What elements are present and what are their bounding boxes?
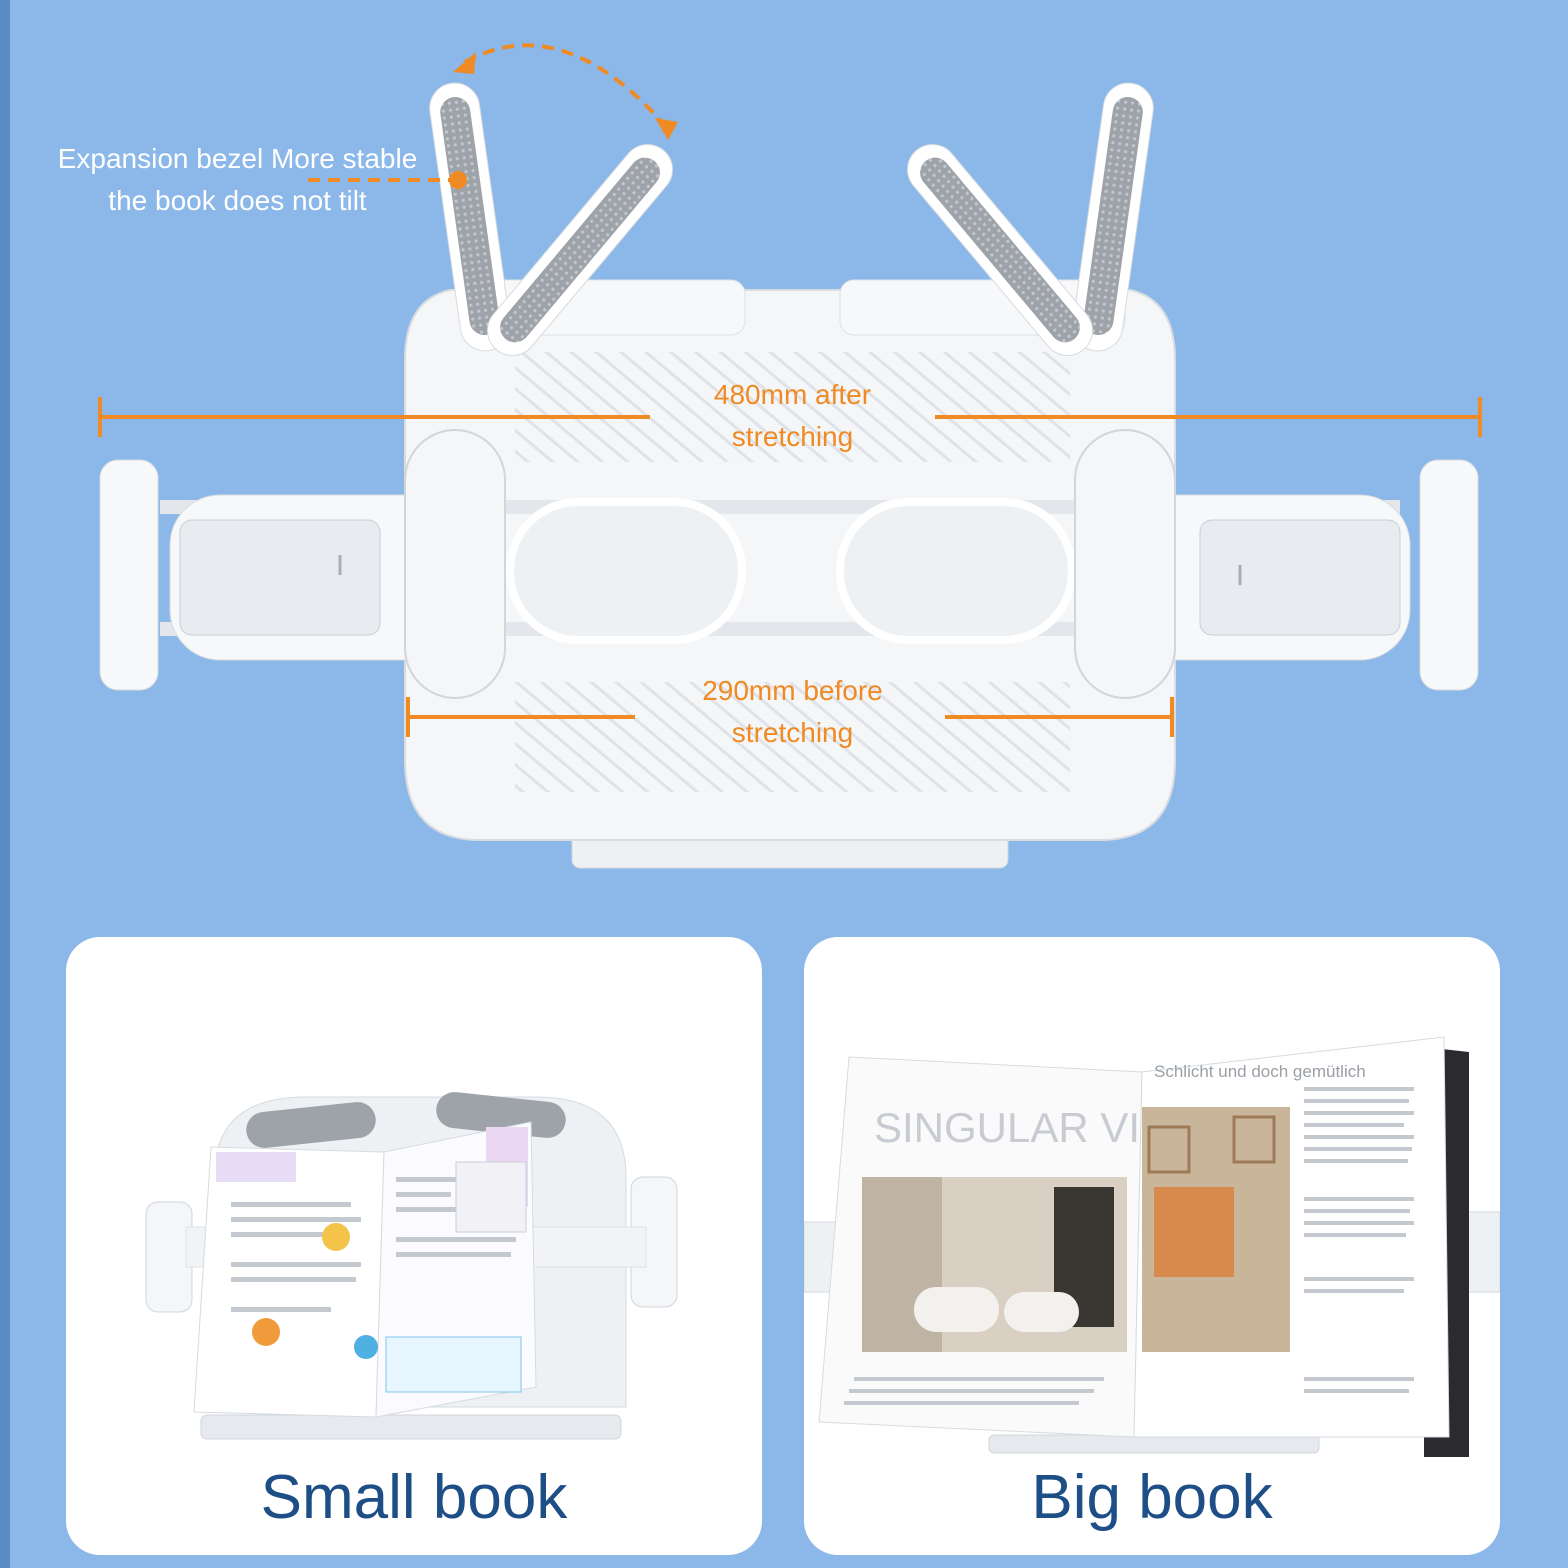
left-clamp-window <box>179 519 381 636</box>
bezel-pointer-dot <box>449 171 467 189</box>
before-stretch-line1: 290mm before <box>702 675 883 706</box>
arrowhead-right <box>655 118 678 140</box>
left-end-cap <box>99 459 159 691</box>
small-book-card: Small book <box>66 937 762 1555</box>
rotation-arc <box>464 43 662 122</box>
bezel-annotation: Expansion bezel More stable the book doe… <box>30 138 445 222</box>
arrowhead-left <box>453 52 476 74</box>
right-arm-angled <box>907 144 1093 356</box>
right-pivot <box>1074 429 1176 699</box>
small-book-caption: Small book <box>260 1463 568 1532</box>
big-book-caption: Big book <box>1031 1463 1273 1532</box>
center-slot-left <box>506 498 746 644</box>
lower-hatch <box>515 682 1070 792</box>
edge-strip <box>0 0 10 1568</box>
left-arm-vertical <box>429 82 511 352</box>
center-slot-right <box>836 498 1076 644</box>
upper-hatch <box>515 352 1070 462</box>
after-stretch-line1: 480mm after <box>713 379 872 410</box>
dimension-after <box>98 397 1482 437</box>
big-book-page-subtitle: Schlicht und doch gemütlich <box>1154 1062 1366 1081</box>
book-stand-illustration <box>98 43 1482 869</box>
left-pivot <box>404 429 506 699</box>
small-book-illustration <box>145 1092 678 1440</box>
bezel-annotation-line1: Expansion bezel More stable <box>57 143 418 174</box>
before-stretch-line2: stretching <box>731 717 854 748</box>
big-book-illustration: SINGULAR VISIONS Schlicht und doch gemüt… <box>804 1036 1500 1457</box>
dimension-before <box>406 697 1174 737</box>
right-end-cap <box>1419 459 1479 691</box>
bezel-annotation-line2: the book does not tilt <box>108 185 367 216</box>
after-stretch-annotation: 480mm after stretching <box>640 374 945 458</box>
after-stretch-line2: stretching <box>731 421 854 452</box>
right-clamp-window <box>1199 519 1401 636</box>
left-arm-angled <box>487 144 673 356</box>
before-stretch-annotation: 290mm before stretching <box>640 670 945 754</box>
right-arm-vertical <box>1072 82 1154 352</box>
big-book-card: SINGULAR VISIONS Schlicht und doch gemüt… <box>804 937 1500 1555</box>
